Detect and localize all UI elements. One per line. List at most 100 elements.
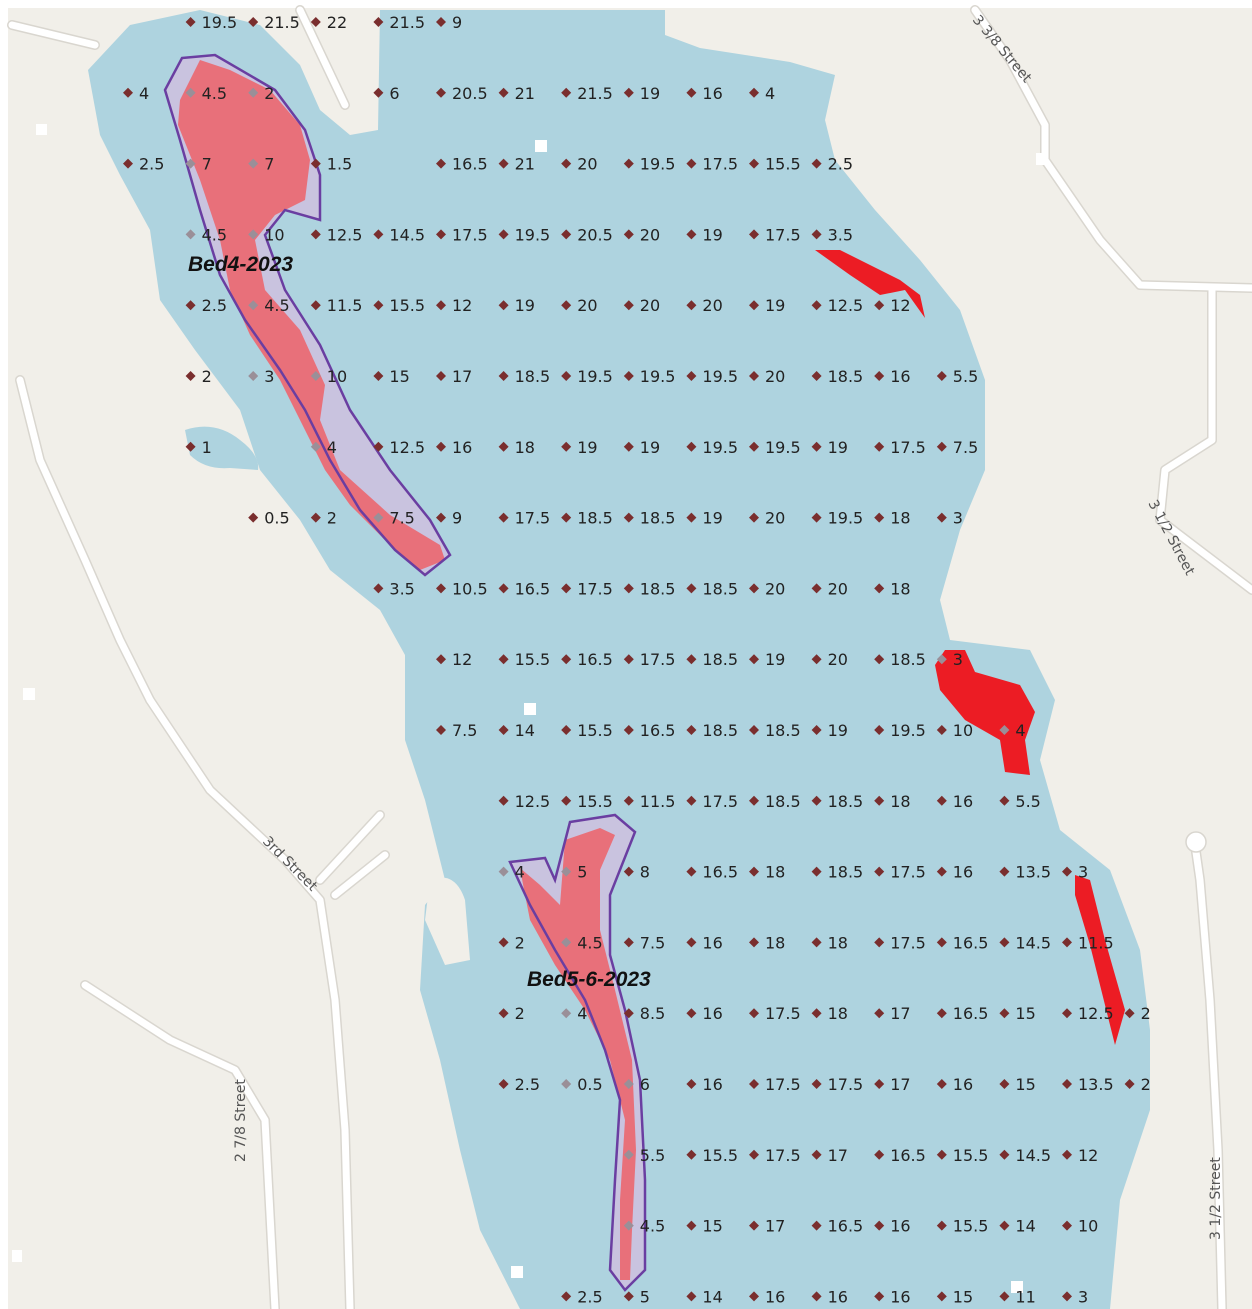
diamond-icon [623,300,634,311]
diamond-icon [498,229,509,240]
depth-label: 4.5 [577,933,602,952]
diamond-icon [811,866,822,877]
diamond-icon [811,1220,822,1231]
diamond-icon [561,725,572,735]
diamond-icon [185,371,196,381]
diamond-icon [498,441,509,452]
diamond-icon [686,158,697,169]
depth-label: 17.5 [890,933,926,952]
diamond-icon [1124,1079,1135,1089]
depth-label: 16.5 [577,650,613,669]
depth-label: 4.5 [264,296,289,315]
depth-label: 17.5 [765,225,801,244]
diamond-icon [436,583,446,594]
diamond-icon [686,725,697,735]
depth-label: 19 [765,650,785,669]
depth-label: 17.5 [890,438,926,457]
depth-label: 7 [202,155,212,174]
diamond-icon [811,583,822,594]
depth-label: 10 [1078,1217,1098,1236]
diamond-icon [749,158,759,169]
depth-label: 20.5 [577,225,613,244]
diamond-icon [498,512,509,523]
bed4-area[interactable] [163,53,452,577]
depth-label: 4.5 [640,1217,665,1236]
diamond-icon [686,1220,697,1231]
depth-label: 20 [828,579,848,598]
depth-label: 10 [327,367,347,386]
depth-label: 18.5 [702,721,738,740]
depth-label: 19 [515,296,535,315]
depth-label: 2 [515,1004,525,1023]
diamond-icon [1062,937,1072,948]
depth-label: 1.5 [327,155,352,174]
depth-label: 16.5 [953,1004,989,1023]
depth-label: 16 [953,1075,973,1094]
diamond-icon [436,158,446,169]
depth-label: 16.5 [452,155,488,174]
tile-marker [511,1266,523,1278]
diamond-icon [310,17,321,27]
depth-label: 18.5 [640,579,676,598]
diamond-icon [373,441,384,452]
diamond-icon [686,866,697,877]
diamond-icon [999,1079,1010,1089]
depth-label: 8 [640,863,650,882]
depth-label: 18.5 [765,792,801,811]
depth-label: 2 [1141,1075,1151,1094]
diamond-icon [749,866,759,877]
diamond-icon [1062,1220,1072,1231]
diamond-icon [623,725,634,735]
depth-label: 18 [765,863,785,882]
diamond-icon [373,371,384,381]
diamond-icon [686,937,697,948]
diamond-icon [874,937,885,948]
diamond-icon [623,795,634,806]
diamond-icon [749,1008,759,1019]
depth-label: 16 [890,1287,910,1306]
depth-label: 0.5 [577,1075,602,1094]
depth-label: 16 [702,1004,722,1023]
diamond-icon [373,512,384,523]
diamond-icon [498,937,509,948]
depth-label: 2.5 [828,155,853,174]
depth-label: 18.5 [640,509,676,528]
diamond-icon [874,512,885,523]
depth-label: 17.5 [702,155,738,174]
diamond-icon [310,371,321,381]
weed-beds[interactable] [163,53,647,1292]
depth-label: 14 [1015,1217,1035,1236]
depth-label: 17.5 [828,1075,864,1094]
diamond-icon [436,725,446,735]
depth-label: 20 [640,225,660,244]
depth-label: 6 [389,84,399,103]
depth-label: 3.5 [389,579,414,598]
diamond-icon [936,866,947,877]
depth-label: 16 [953,792,973,811]
depth-label: 5.5 [953,367,978,386]
depth-label: 19.5 [202,13,238,32]
bed5-6-area[interactable] [508,813,647,1292]
diamond-icon [686,1079,697,1089]
depth-label: 7.5 [389,509,414,528]
depth-label: 19 [765,296,785,315]
diamond-icon [373,87,384,98]
depth-label: 10.5 [452,579,488,598]
diamond-icon [811,229,822,240]
depth-label: 15 [702,1217,722,1236]
diamond-icon [498,87,509,98]
diamond-icon [686,300,697,311]
depth-label: 17 [890,1004,910,1023]
diamond-icon [874,654,885,665]
diamond-icon [936,1291,947,1302]
diamond-icon [686,229,697,240]
diamond-icon [874,441,885,452]
diamond-icon [749,87,759,98]
diamond-icon [248,300,259,311]
depth-label: 19.5 [828,509,864,528]
depth-label: 20 [828,650,848,669]
diamond-icon [749,512,759,523]
lake-body [88,10,1150,1309]
